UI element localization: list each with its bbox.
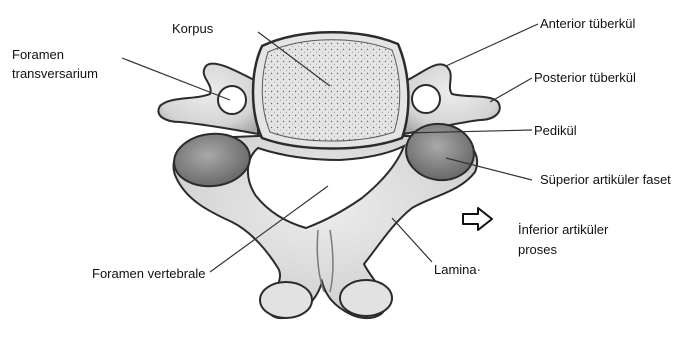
leader-posterior-tuberkul xyxy=(490,78,532,102)
label-posterior-tuberkul: Posterior tüberkül xyxy=(534,70,636,85)
foramen-transversarium-right xyxy=(412,85,440,113)
leader-lamina xyxy=(392,218,432,262)
label-foramen-vertebrale: Foramen vertebrale xyxy=(92,266,205,281)
label-korpus: Korpus xyxy=(172,21,213,36)
spinous-process-right-tip xyxy=(340,280,392,316)
label-lamina: Lamina· xyxy=(434,262,481,277)
label-anterior-tuberkul: Anterior tüberkül xyxy=(540,16,635,31)
label-foramen-transversarium-line2: transversarium xyxy=(12,66,98,81)
vertebral-body xyxy=(253,32,408,148)
label-foramen-transversarium-line1: Foramen xyxy=(12,47,64,62)
hollow-right-arrow-icon xyxy=(463,208,492,230)
label-inferior-articular-process-line1: İnferior artiküler xyxy=(518,222,608,237)
label-inferior-articular-process-line2: proses xyxy=(518,242,557,257)
spinous-process-left-tip xyxy=(260,282,312,318)
label-pedikul: Pedikül xyxy=(534,123,577,138)
leader-anterior-tuberkul xyxy=(446,24,538,66)
label-superior-articular-facet: Süperior artiküler faset xyxy=(540,172,671,187)
foramen-transversarium-left xyxy=(218,86,246,114)
